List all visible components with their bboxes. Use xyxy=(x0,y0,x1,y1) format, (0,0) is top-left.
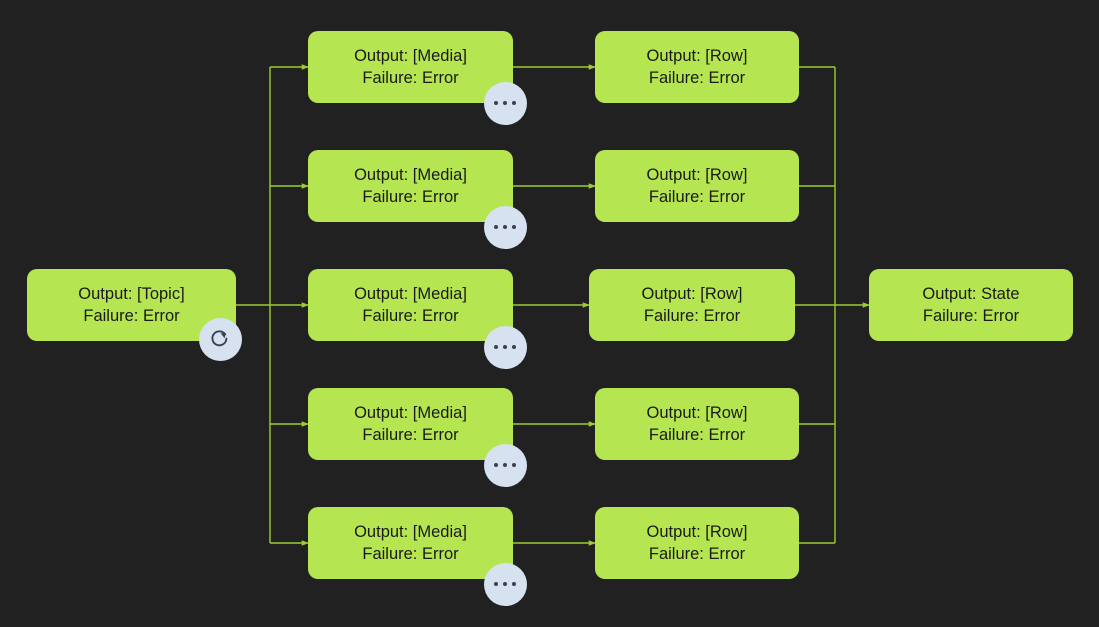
retry-badge[interactable] xyxy=(198,317,242,361)
node-failure-label: Failure: Error xyxy=(643,307,741,325)
more-badge[interactable] xyxy=(483,205,527,249)
node-failure-label: Failure: Error xyxy=(362,188,459,206)
node-failure-label: Failure: Error xyxy=(922,307,1020,325)
node-media-1[interactable]: Output: [Media] Failure: Error xyxy=(308,31,513,103)
node-output-label: Output: [Row] xyxy=(646,403,748,422)
node-output-label: Output: [Row] xyxy=(646,46,748,65)
node-row-3[interactable]: Output: [Row] Failure: Error xyxy=(589,269,795,341)
more-icon xyxy=(494,345,516,349)
node-failure-label: Failure: Error xyxy=(648,426,746,444)
more-icon xyxy=(494,582,516,586)
node-failure-label: Failure: Error xyxy=(648,188,746,206)
node-failure-label: Failure: Error xyxy=(648,545,746,563)
node-output-label: Output: [Row] xyxy=(646,522,748,541)
node-output-label: Output: [Topic] xyxy=(78,284,185,303)
node-row-2[interactable]: Output: [Row] Failure: Error xyxy=(595,150,799,222)
node-media-5[interactable]: Output: [Media] Failure: Error xyxy=(308,507,513,579)
more-badge[interactable] xyxy=(483,81,527,125)
node-failure-label: Failure: Error xyxy=(362,426,459,444)
node-failure-label: Failure: Error xyxy=(83,307,180,325)
node-failure-label: Failure: Error xyxy=(362,307,459,325)
node-output-label: Output: [Media] xyxy=(354,46,467,65)
node-output-label: Output: State xyxy=(922,284,1020,303)
node-failure-label: Failure: Error xyxy=(648,69,746,87)
node-row-5[interactable]: Output: [Row] Failure: Error xyxy=(595,507,799,579)
node-failure-label: Failure: Error xyxy=(362,69,459,87)
node-row-4[interactable]: Output: [Row] Failure: Error xyxy=(595,388,799,460)
node-row-1[interactable]: Output: [Row] Failure: Error xyxy=(595,31,799,103)
more-badge[interactable] xyxy=(483,443,527,487)
node-output-label: Output: [Media] xyxy=(354,522,467,541)
more-icon xyxy=(494,463,516,467)
node-failure-label: Failure: Error xyxy=(362,545,459,563)
node-output-label: Output: [Media] xyxy=(354,165,467,184)
more-icon xyxy=(494,225,516,229)
node-output-label: Output: [Row] xyxy=(646,165,748,184)
node-media-2[interactable]: Output: [Media] Failure: Error xyxy=(308,150,513,222)
node-media-4[interactable]: Output: [Media] Failure: Error xyxy=(308,388,513,460)
retry-icon xyxy=(211,330,228,347)
more-badge[interactable] xyxy=(483,562,527,606)
node-output-label: Output: [Row] xyxy=(641,284,743,303)
more-icon xyxy=(494,101,516,105)
node-output-label: Output: [Media] xyxy=(354,403,467,422)
node-media-3[interactable]: Output: [Media] Failure: Error xyxy=(308,269,513,341)
node-output-label: Output: [Media] xyxy=(354,284,467,303)
more-badge[interactable] xyxy=(483,325,527,369)
